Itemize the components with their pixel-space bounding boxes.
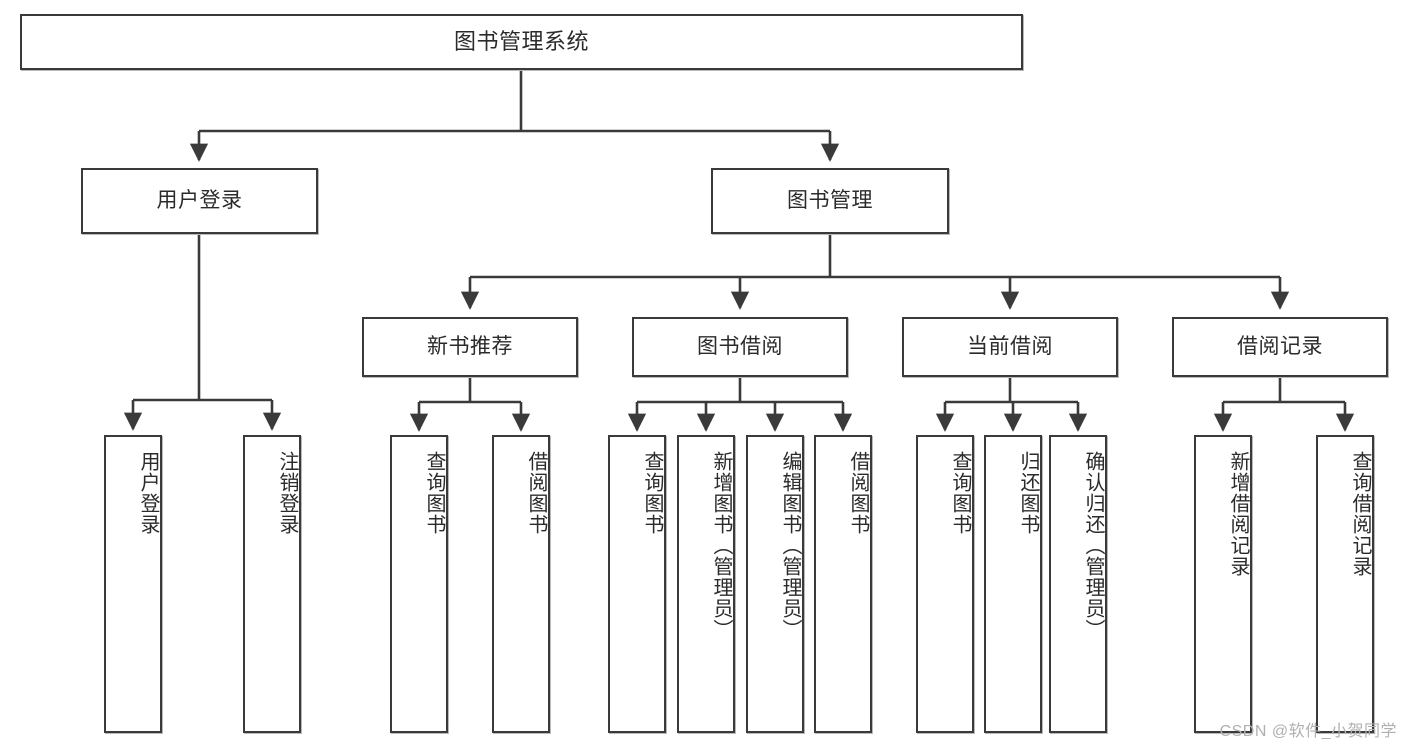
leaf-borrow-edit-book[interactable]: 编辑图书（管理员）	[746, 435, 804, 733]
node-label: 注销登录	[276, 451, 298, 535]
node-user-login[interactable]: 用户登录	[81, 168, 318, 234]
node-label: 新增图书（管理员）	[710, 451, 732, 640]
leaf-newbook-query[interactable]: 查询图书	[390, 435, 448, 733]
node-book-management[interactable]: 图书管理	[711, 168, 949, 234]
node-label: 新增借阅记录	[1227, 451, 1249, 577]
leaf-record-query[interactable]: 查询借阅记录	[1316, 435, 1374, 733]
node-label: 新书推荐	[427, 334, 513, 358]
leaf-user-login-signin[interactable]: 用户登录	[104, 435, 162, 733]
node-label: 查询图书	[641, 451, 663, 535]
leaf-borrow-query[interactable]: 查询图书	[608, 435, 666, 733]
node-label: 借阅图书	[525, 451, 547, 535]
node-label: 查询图书	[423, 451, 445, 535]
leaf-current-return[interactable]: 归还图书	[984, 435, 1042, 733]
node-label: 查询图书	[949, 451, 971, 535]
node-label: 用户登录	[137, 451, 159, 535]
node-label: 编辑图书（管理员）	[779, 451, 801, 640]
node-label: 图书借阅	[697, 334, 783, 358]
node-label: 借阅记录	[1237, 334, 1323, 358]
leaf-user-login-signout[interactable]: 注销登录	[243, 435, 301, 733]
leaf-borrow-add-book[interactable]: 新增图书（管理员）	[677, 435, 735, 733]
node-label: 查询借阅记录	[1349, 451, 1371, 577]
node-new-book-recommend[interactable]: 新书推荐	[362, 317, 578, 377]
node-label: 用户登录	[156, 188, 243, 212]
node-book-borrow[interactable]: 图书借阅	[632, 317, 848, 377]
csdn-watermark: CSDN @软件_小贺同学	[1219, 723, 1397, 740]
node-label: 图书管理	[787, 188, 873, 212]
node-current-borrow[interactable]: 当前借阅	[902, 317, 1118, 377]
node-root-system[interactable]: 图书管理系统	[20, 14, 1023, 70]
leaf-record-add[interactable]: 新增借阅记录	[1194, 435, 1252, 733]
node-label: 当前借阅	[967, 334, 1053, 358]
leaf-newbook-borrow[interactable]: 借阅图书	[492, 435, 550, 733]
node-label: 借阅图书	[847, 451, 869, 535]
leaf-current-query[interactable]: 查询图书	[916, 435, 974, 733]
leaf-current-confirm-return[interactable]: 确认归还（管理员）	[1049, 435, 1107, 733]
node-label: 图书管理系统	[453, 29, 589, 55]
node-borrow-record[interactable]: 借阅记录	[1172, 317, 1388, 377]
node-label: 确认归还（管理员）	[1082, 451, 1104, 640]
node-label: 归还图书	[1017, 451, 1039, 535]
leaf-borrow-borrow-book[interactable]: 借阅图书	[814, 435, 872, 733]
